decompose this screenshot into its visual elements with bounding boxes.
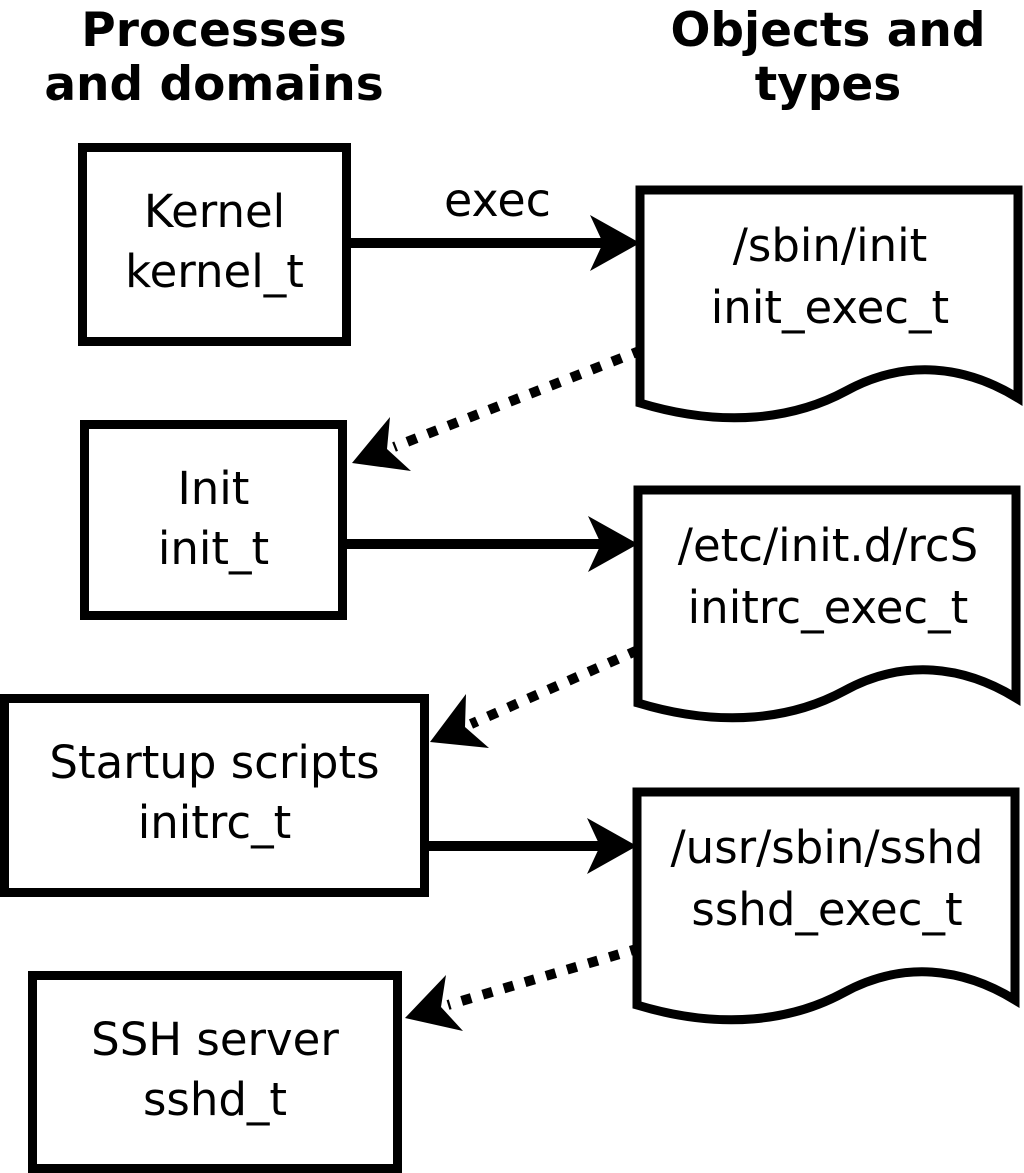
- transition-arrowhead-icon: [430, 694, 489, 748]
- document-shape-icon: [635, 185, 1023, 423]
- object-label: /etc/init.d/rcS initrc_exec_t: [633, 515, 1023, 639]
- column-header-processes-line1: Processes: [81, 3, 347, 58]
- process-name: Init: [177, 462, 250, 515]
- exec-arrowhead-icon: [590, 215, 640, 271]
- column-header-objects-line2: types: [754, 57, 902, 112]
- process-domain: sshd_t: [142, 1073, 288, 1126]
- object-path: /sbin/init: [732, 219, 928, 272]
- column-header-processes-line2: and domains: [44, 57, 384, 112]
- document-outline: [633, 485, 1021, 723]
- process-domain: kernel_t: [125, 245, 304, 298]
- node-etc-initd-rcs: /etc/init.d/rcS initrc_exec_t: [633, 485, 1023, 747]
- object-type: sshd_exec_t: [691, 883, 963, 936]
- node-init: Init init_t: [80, 420, 347, 620]
- column-header-objects-line1: Objects and: [670, 3, 986, 58]
- process-domain: init_t: [157, 522, 270, 575]
- object-type: initrc_exec_t: [687, 581, 969, 634]
- process-name: SSH server: [91, 1013, 339, 1066]
- column-header-objects: Objects and types: [628, 4, 1024, 112]
- process-name: Startup scripts: [49, 736, 380, 789]
- transition-arrow-line: [468, 645, 641, 729]
- exec-arrow-init-to-rcs: [347, 516, 638, 572]
- exec-arrowhead-icon: [588, 516, 638, 572]
- transition-arrow-rcs-to-initrc: [430, 645, 641, 748]
- document-shape-icon: [633, 485, 1021, 723]
- exec-arrowhead-icon: [587, 818, 637, 874]
- process-name: Kernel: [143, 185, 286, 238]
- transition-arrow-line: [446, 943, 642, 1010]
- transition-arrowhead-icon: [352, 417, 411, 471]
- transition-arrow-sbin-init-to-init: [352, 345, 644, 471]
- object-label: /sbin/init init_exec_t: [635, 215, 1024, 339]
- transition-arrowhead-icon: [405, 975, 463, 1031]
- exec-label: exec: [444, 173, 551, 227]
- document-outline: [632, 787, 1020, 1025]
- column-header-processes: Processes and domains: [14, 4, 414, 112]
- object-path: /usr/sbin/sshd: [670, 821, 984, 874]
- object-path: /etc/init.d/rcS: [677, 519, 979, 572]
- document-outline: [635, 185, 1023, 423]
- exec-arrow-initrc-to-sshd: [429, 818, 637, 874]
- object-label: /usr/sbin/sshd sshd_exec_t: [632, 817, 1022, 941]
- transition-arrow-line: [392, 345, 644, 452]
- node-ssh-server: SSH server sshd_t: [28, 971, 402, 1173]
- document-shape-icon: [632, 787, 1020, 1025]
- node-sbin-init: /sbin/init init_exec_t: [635, 185, 1024, 447]
- object-type: init_exec_t: [710, 281, 950, 334]
- node-kernel: Kernel kernel_t: [78, 143, 351, 346]
- node-startup-scripts: Startup scripts initrc_t: [0, 694, 429, 897]
- transition-arrow-sshd-exec-to-sshd: [405, 943, 642, 1031]
- node-usr-sbin-sshd: /usr/sbin/sshd sshd_exec_t: [632, 787, 1022, 1049]
- process-domain: initrc_t: [137, 796, 292, 849]
